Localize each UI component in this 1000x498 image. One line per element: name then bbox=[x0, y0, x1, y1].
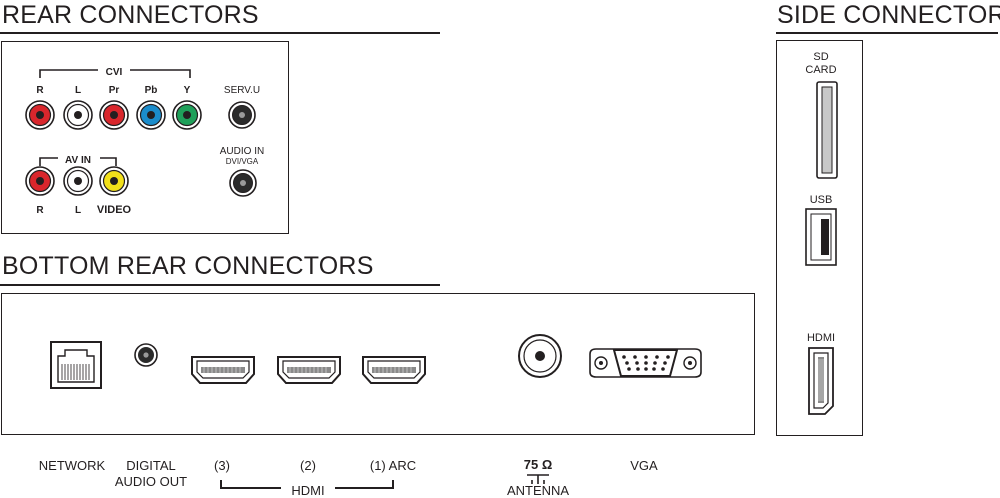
av-in-jack-label-video: VIDEO bbox=[97, 204, 132, 216]
cvi-jack-label-l: L bbox=[75, 85, 81, 96]
hdmi-3-label: (3) bbox=[214, 458, 230, 473]
hdmi-1-arc-port[interactable] bbox=[362, 356, 426, 384]
antenna-port[interactable] bbox=[518, 334, 562, 378]
hdmi-3-port[interactable] bbox=[191, 356, 255, 384]
bottom-rear-connectors-panel bbox=[1, 293, 755, 435]
sd-card-label-line1: SD bbox=[813, 51, 828, 63]
side-hdmi-port[interactable] bbox=[808, 347, 834, 415]
av-in-group-label: AV IN bbox=[65, 155, 91, 166]
vga-label: VGA bbox=[630, 458, 658, 473]
hdmi-group-bracket bbox=[220, 480, 394, 489]
cvi-jack-pr[interactable] bbox=[99, 100, 129, 130]
sd-card-slot[interactable] bbox=[816, 81, 838, 179]
cvi-jack-label-y: Y bbox=[184, 85, 191, 96]
audio-in-label-line1: AUDIO IN bbox=[220, 146, 264, 157]
av-in-jack-l[interactable] bbox=[63, 166, 93, 196]
cvi-jack-pb[interactable] bbox=[136, 100, 166, 130]
hdmi-2-label: (2) bbox=[300, 458, 316, 473]
av-in-jack-label-l: L bbox=[75, 205, 81, 216]
network-port[interactable] bbox=[50, 341, 102, 389]
hdmi-group-label: HDMI bbox=[291, 483, 325, 498]
audio-in-jack[interactable] bbox=[229, 169, 257, 197]
bottom-heading-rule bbox=[0, 284, 440, 286]
coax-symbol-icon bbox=[527, 474, 549, 484]
usb-label: USB bbox=[810, 194, 833, 206]
service-port-label: SERV.U bbox=[224, 85, 260, 96]
digital-audio-out-label-line1: DIGITAL bbox=[126, 458, 176, 473]
side-heading-rule bbox=[776, 32, 998, 34]
hdmi-1-arc-label: (1) ARC bbox=[369, 458, 417, 473]
av-in-jack-label-r: R bbox=[36, 205, 44, 216]
av-in-label-bg bbox=[58, 152, 100, 164]
hdmi-2-port[interactable] bbox=[277, 356, 341, 384]
audio-in-label-line2: DVI/VGA bbox=[226, 157, 259, 166]
cvi-jack-label-pr: Pr bbox=[109, 85, 120, 96]
sd-card-label-line2: CARD bbox=[805, 64, 836, 76]
antenna-label: ANTENNA bbox=[506, 483, 570, 498]
rear-heading-rule bbox=[0, 32, 440, 34]
digital-audio-out-jack[interactable] bbox=[134, 343, 158, 367]
cvi-label-bg bbox=[98, 64, 130, 76]
cvi-jack-label-pb: Pb bbox=[145, 85, 158, 96]
av-in-jack-video[interactable] bbox=[99, 166, 129, 196]
rear-panel-drawing: CVI R L Pr Pb Y bbox=[25, 64, 264, 216]
rear-connectors-panel: CVI R L Pr Pb Y bbox=[1, 41, 289, 234]
side-panel-drawing: SD CARD USB HDMI bbox=[805, 51, 838, 415]
service-port-jack[interactable] bbox=[228, 101, 256, 129]
cvi-jack-l[interactable] bbox=[63, 100, 93, 130]
digital-audio-out-label-line2: AUDIO OUT bbox=[114, 474, 188, 489]
bottom-panel-drawing bbox=[50, 334, 702, 389]
cvi-jack-y[interactable] bbox=[172, 100, 202, 130]
vga-port[interactable] bbox=[589, 348, 702, 378]
antenna-impedance-label: 75 Ω bbox=[523, 457, 553, 472]
bottom-rear-connectors-heading: BOTTOM REAR CONNECTORS bbox=[2, 252, 374, 280]
network-label: NETWORK bbox=[38, 458, 106, 473]
side-connectors-heading: SIDE CONNECTORS bbox=[777, 1, 1000, 29]
cvi-group-label: CVI bbox=[106, 67, 123, 78]
cvi-jack-r[interactable] bbox=[25, 100, 55, 130]
av-in-jack-r[interactable] bbox=[25, 166, 55, 196]
usb-port[interactable] bbox=[805, 208, 837, 266]
side-connectors-panel: SD CARD USB HDMI bbox=[776, 40, 863, 436]
cvi-jack-label-r: R bbox=[36, 85, 44, 96]
rear-connectors-heading: REAR CONNECTORS bbox=[2, 1, 259, 29]
side-hdmi-label: HDMI bbox=[807, 332, 835, 344]
